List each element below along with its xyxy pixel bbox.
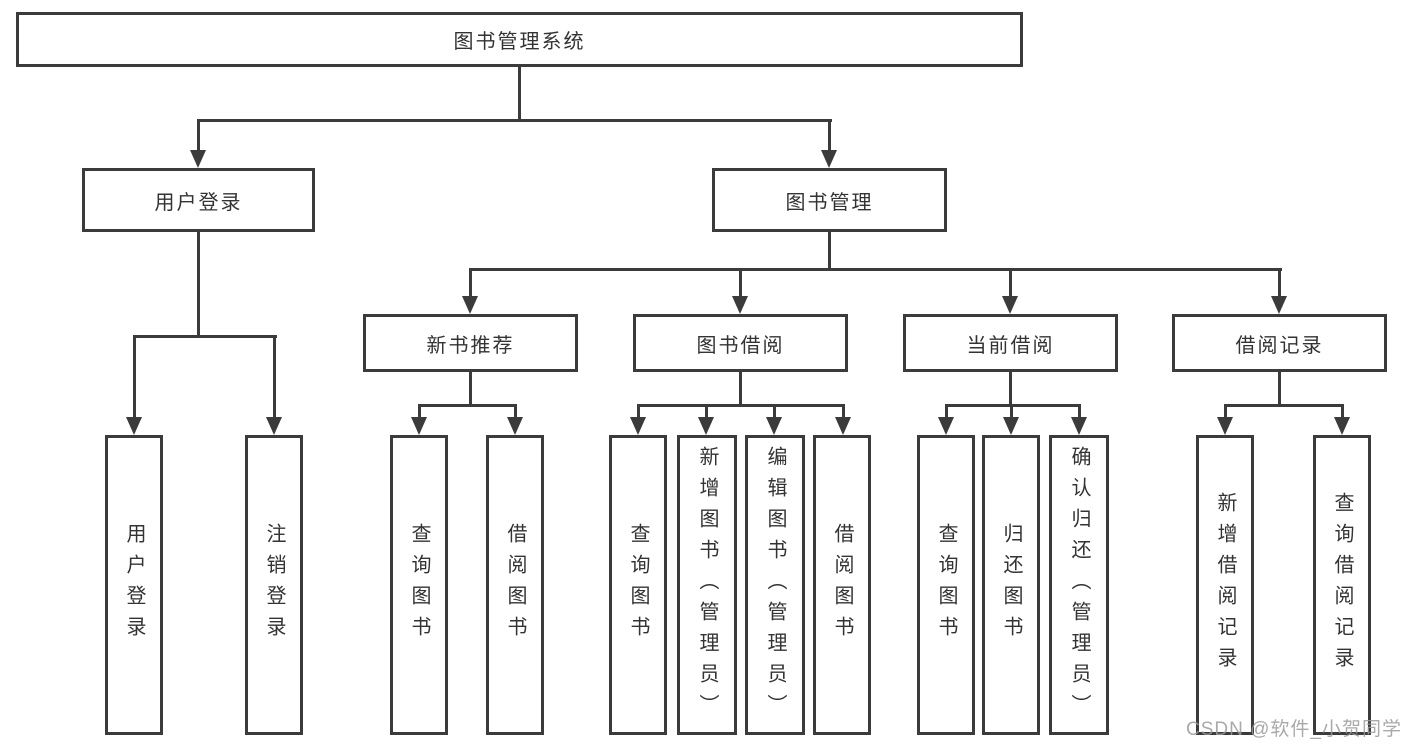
connector-line [828,119,831,152]
arrow-down-icon [835,417,851,435]
node-book-borrow: 图书借阅 [633,314,848,372]
leaf-add-borrow-record: 新增借阅记录 [1196,435,1254,735]
leaf-confirm-return-admin: 确认归还（管理员） [1049,435,1109,735]
connector-line [469,268,472,298]
leaf-label: 注销登录 [263,523,285,647]
connector-line [197,119,200,152]
connector-line [1078,404,1081,419]
connector-line [418,404,517,407]
leaf-label: 查询借阅记录 [1331,492,1353,678]
connector-line [133,335,277,338]
leaf-label: 编辑图书（管理员） [764,445,786,725]
node-book-management: 图书管理 [712,168,947,232]
connector-line [469,268,1282,271]
arrow-down-icon [630,417,646,435]
leaf-label: 用户登录 [123,523,145,647]
arrow-down-icon [411,417,427,435]
arrow-down-icon [1002,296,1018,314]
arrow-down-icon [821,150,837,168]
leaf-current-query-books: 查询图书 [917,435,975,735]
arrow-down-icon [266,417,282,435]
leaf-label: 查询图书 [627,523,649,647]
connector-line [637,404,640,419]
leaf-recommend-borrow-books: 借阅图书 [486,435,544,735]
node-new-book-recommend: 新书推荐 [363,314,578,372]
arrow-down-icon [507,417,523,435]
connector-line [773,404,776,419]
arrow-down-icon [1217,417,1233,435]
node-borrow-records: 借阅记录 [1172,314,1387,372]
leaf-label: 借阅图书 [831,523,853,647]
leaf-label: 查询图书 [935,523,957,647]
leaf-edit-books-admin: 编辑图书（管理员） [745,435,805,735]
node-borrow-records-label: 借阅记录 [1235,334,1324,357]
connector-line [1341,404,1344,419]
connector-line [469,372,472,406]
node-new-book-recommend-label: 新书推荐 [426,334,515,357]
node-user-login: 用户登录 [82,168,315,232]
leaf-return-books: 归还图书 [982,435,1040,735]
connector-line [1009,372,1012,406]
connector-line [1010,404,1013,419]
leaf-label: 归还图书 [1000,523,1022,647]
leaf-recommend-query-books: 查询图书 [390,435,448,735]
leaf-label: 新增借阅记录 [1214,492,1236,678]
node-book-borrow-label: 图书借阅 [696,334,785,357]
leaf-borrow-books: 借阅图书 [813,435,871,735]
node-root-label: 图书管理系统 [453,31,586,53]
connector-line [1278,372,1281,406]
connector-line [828,232,831,270]
node-root: 图书管理系统 [16,12,1023,67]
leaf-user-login: 用户登录 [105,435,163,735]
arrow-down-icon [1334,417,1350,435]
connector-line [1278,268,1281,298]
connector-line [1009,268,1012,298]
leaf-label: 确认归还（管理员） [1068,445,1090,725]
leaf-logout: 注销登录 [245,435,303,735]
leaf-add-books-admin: 新增图书（管理员） [677,435,737,735]
arrow-down-icon [1003,417,1019,435]
arrow-down-icon [766,417,782,435]
arrow-down-icon [698,417,714,435]
node-current-borrow: 当前借阅 [903,314,1118,372]
arrow-down-icon [190,150,206,168]
connector-line [133,335,136,418]
connector-line [705,404,708,419]
connector-line [514,404,517,419]
connector-line [1224,404,1344,407]
leaf-label: 查询图书 [408,523,430,647]
connector-line [739,268,742,298]
connector-line [739,372,742,406]
node-user-login-label: 用户登录 [154,191,243,214]
connector-line [945,404,1081,407]
leaf-label: 借阅图书 [504,523,526,647]
arrow-down-icon [1071,417,1087,435]
leaf-label: 新增图书（管理员） [696,445,718,725]
leaf-query-borrow-record: 查询借阅记录 [1313,435,1371,735]
connector-line [637,404,845,407]
connector-line [197,232,200,338]
connector-line [273,335,276,418]
arrow-down-icon [732,296,748,314]
connector-line [197,119,832,122]
connector-line [945,404,948,419]
arrow-down-icon [462,296,478,314]
node-book-management-label: 图书管理 [785,191,874,214]
arrow-down-icon [1271,296,1287,314]
arrow-down-icon [126,417,142,435]
connector-line [418,404,421,419]
connector-line [1224,404,1227,419]
node-current-borrow-label: 当前借阅 [966,334,1055,357]
connector-line [518,67,521,121]
watermark: CSDN @软件_小贺同学 [1186,719,1402,740]
connector-line [842,404,845,419]
arrow-down-icon [938,417,954,435]
leaf-borrow-query-books: 查询图书 [609,435,667,735]
